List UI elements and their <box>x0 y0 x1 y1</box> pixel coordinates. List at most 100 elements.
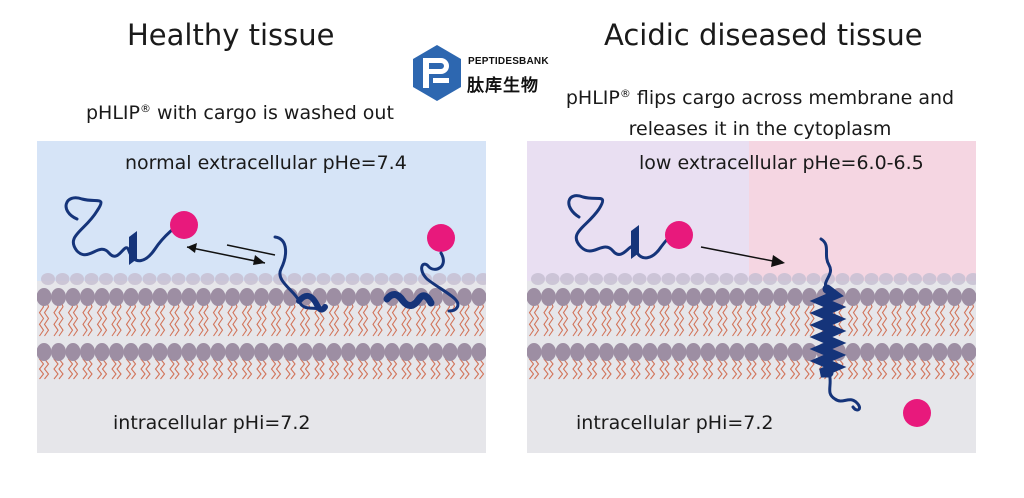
lipid-head-outer <box>541 288 556 306</box>
translocation-arrow <box>700 246 784 264</box>
lipid-head-outer <box>787 288 803 306</box>
lipid-tail <box>722 300 728 337</box>
lipid-head-inner <box>65 343 81 361</box>
lipid-head-inner <box>700 343 716 361</box>
lipid-tail <box>101 300 108 337</box>
lipid-tail <box>664 300 670 337</box>
lipid-tail <box>328 300 335 337</box>
lipid-head-back <box>806 273 821 285</box>
lipid-tail <box>67 300 74 337</box>
lipid-head-inner <box>961 343 976 361</box>
lipid-head-outer <box>903 288 919 306</box>
logo-name-cn: 肽库生物 <box>467 76 539 96</box>
lipid-head-outer <box>65 288 81 306</box>
lipid-tail <box>968 300 975 337</box>
lipid-head-outer <box>845 288 861 306</box>
lipid-tail <box>232 300 238 337</box>
peptide-helix-fragment <box>129 231 137 265</box>
lipid-head-inner <box>370 343 385 361</box>
lipid-tail <box>478 300 485 337</box>
cargo <box>665 221 693 249</box>
lipid-tail <box>925 300 931 337</box>
lipid-head-outer <box>268 288 284 306</box>
lipid-head-back <box>777 273 792 285</box>
lipid-head-back <box>345 273 360 285</box>
lipid-head-inner <box>628 343 643 361</box>
lipid-tail <box>372 300 378 337</box>
lipid-head-inner <box>845 343 861 361</box>
lipid-tail <box>188 300 195 337</box>
lipid-tail <box>174 300 180 337</box>
lipid-head-back <box>908 273 922 285</box>
lipid-head-inner <box>947 343 962 361</box>
lipid-tail <box>562 300 569 337</box>
lipid-head-inner <box>283 343 298 361</box>
lipid-head-inner <box>932 343 948 361</box>
lipid-head-back <box>647 273 661 285</box>
lipid-head-inner <box>570 343 585 361</box>
lipid-tail <box>154 300 161 337</box>
lipid-head-inner <box>109 343 124 361</box>
lipid-head-outer <box>152 288 168 306</box>
lipid-tail <box>53 300 59 337</box>
lipid-head-back <box>705 273 719 285</box>
lipid-tail <box>270 300 277 337</box>
lipid-head-inner <box>326 343 342 361</box>
left-intracellular-label: intracellular pHi=7.2 <box>113 412 311 434</box>
lipid-tail <box>644 300 651 337</box>
lipid-head-inner <box>918 343 933 361</box>
lipid-head-outer <box>715 288 730 306</box>
lipid-head-inner <box>51 343 66 361</box>
lipid-head-back <box>618 273 632 285</box>
lipid-tail <box>577 300 583 337</box>
lipid-tail <box>256 300 262 337</box>
lipid-tail <box>678 300 685 337</box>
lipid-tail <box>116 300 122 337</box>
lipid-head-inner <box>341 343 356 361</box>
lipid-tail <box>444 300 451 337</box>
lipid-head-inner <box>874 343 890 361</box>
lipid-tail <box>198 300 204 337</box>
lipid-tail <box>38 300 45 337</box>
lipid-head-back <box>447 273 461 285</box>
released-cargo <box>903 399 931 427</box>
lipid-head-back <box>186 273 200 285</box>
lipid-tail <box>473 300 480 337</box>
lipid-tail <box>285 300 291 337</box>
lipid-head-inner <box>527 343 542 361</box>
lipid-head-back <box>258 273 273 285</box>
lipid-tail <box>847 300 854 337</box>
lipid-tail <box>246 300 253 337</box>
lipid-head-inner <box>399 343 414 361</box>
lipid-head-outer <box>599 288 614 306</box>
lipid-tail <box>449 300 456 337</box>
lipid-tail <box>391 300 398 337</box>
lipid-head-back <box>374 273 389 285</box>
lipid-head-inner <box>254 343 269 361</box>
lipid-tail <box>459 300 465 337</box>
lipid-tail <box>72 300 79 337</box>
lipid-tail <box>852 300 859 337</box>
lipid-tail <box>435 300 441 337</box>
lipid-head-inner <box>773 343 788 361</box>
lipid-tail <box>615 300 622 337</box>
lipid-head-back <box>661 273 676 285</box>
lipid-head-back <box>748 273 763 285</box>
lipid-tail <box>591 300 598 337</box>
lipid-head-inner <box>123 343 139 361</box>
left-subtitle-post: with cargo is washed out <box>151 102 394 124</box>
lipid-head-inner <box>613 343 629 361</box>
lipid-head-inner <box>225 343 240 361</box>
lipid-head-back <box>835 273 850 285</box>
lipid-head-inner <box>239 343 255 361</box>
lipid-tail <box>212 300 219 337</box>
lipid-head-inner <box>167 343 182 361</box>
lipid-head-back <box>951 273 966 285</box>
lipid-head-back <box>360 273 374 285</box>
lipid-head-outer <box>555 288 571 306</box>
lipid-head-outer <box>860 288 875 306</box>
lipid-head-inner <box>384 343 400 361</box>
peptide-helix-fragment <box>383 291 435 309</box>
lipid-tail <box>241 300 248 337</box>
lipid-tail <box>548 300 554 337</box>
